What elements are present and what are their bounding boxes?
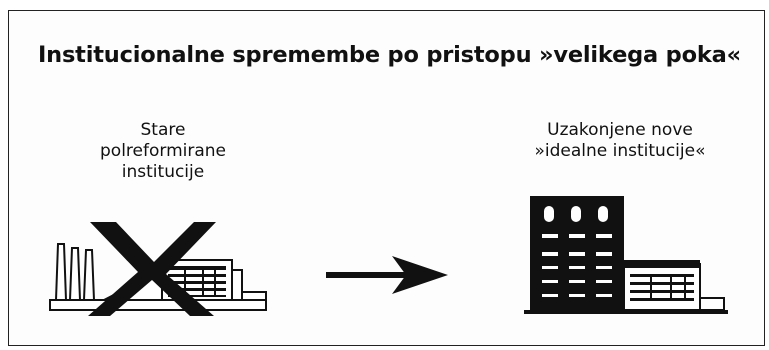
diagram-title: Institucionalne spremembe po pristopu »v… xyxy=(38,42,741,68)
arrow-right-icon xyxy=(326,256,448,294)
new-building-icon xyxy=(524,196,728,314)
cross-out-icon xyxy=(88,222,216,316)
new-institutions-caption: Uzakonjene nove »idealne institucije« xyxy=(534,120,706,161)
old-institutions-caption: Stare polreformirane institucije xyxy=(100,120,226,182)
